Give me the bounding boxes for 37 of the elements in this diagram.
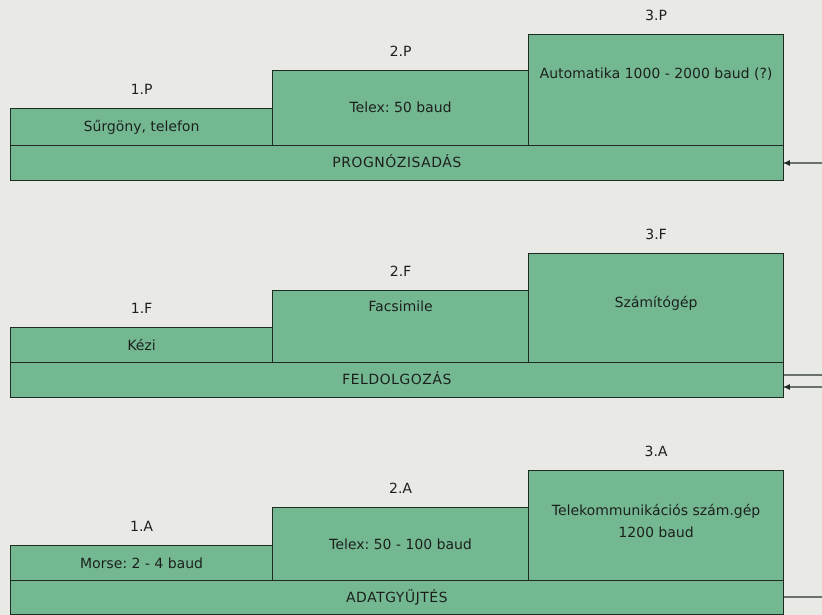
- stage-box: [10, 545, 273, 581]
- stage-box: [10, 327, 273, 363]
- stage-number: 1.F: [130, 301, 154, 317]
- box-label: PROGNÓZISADÁS: [331, 153, 463, 173]
- stage-number: 1.P: [130, 82, 154, 98]
- stage-box: [528, 34, 784, 146]
- stage-number: 3.A: [644, 444, 668, 460]
- stage-box: [528, 470, 784, 581]
- stage-band: [10, 145, 784, 181]
- box-label: Morse: 2 - 4 baud: [79, 555, 204, 574]
- stage-box: [272, 507, 529, 581]
- box-label: Facsimile: [367, 298, 434, 317]
- box-label: Sűrgöny, telefon: [82, 118, 200, 137]
- connector-line: [784, 374, 822, 376]
- stage-number: 2.A: [388, 481, 413, 497]
- arrow: [784, 160, 822, 166]
- box-label: Számítógép: [614, 294, 698, 313]
- stage-number: 2.P: [388, 44, 412, 60]
- stage-box: [272, 290, 529, 363]
- box-label: Kézi: [126, 337, 157, 356]
- stage-band: [10, 580, 784, 615]
- box-label: FELDOLGOZÁS: [341, 370, 453, 390]
- stage-box: [528, 253, 784, 363]
- box-label: Telex: 50 baud: [348, 99, 452, 118]
- arrow: [784, 384, 822, 390]
- box-label: Automatika 1000 - 2000 baud (?): [538, 65, 774, 84]
- box-label: ADATGYŰJTÉS: [344, 588, 450, 608]
- box-label: Telex: 50 - 100 baud: [328, 536, 473, 555]
- connector-line: [784, 596, 822, 598]
- stage-box: [272, 70, 529, 146]
- stage-box: [10, 108, 273, 146]
- stage-band: [10, 362, 784, 398]
- stage-number: 2.F: [388, 264, 412, 280]
- box-label: Telekommunikációs szám.gép 1200 baud: [550, 502, 762, 543]
- stage-number: 3.F: [644, 227, 668, 243]
- stage-number: 3.P: [644, 8, 668, 24]
- stage-number: 1.A: [129, 519, 154, 535]
